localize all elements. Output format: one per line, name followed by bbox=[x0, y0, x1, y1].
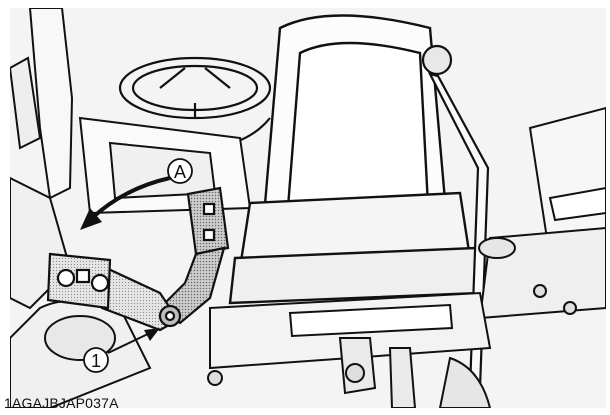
callout-a-label: A bbox=[174, 162, 186, 182]
floor-linkage bbox=[207, 291, 492, 408]
seat bbox=[228, 14, 482, 305]
rotation-arrow bbox=[80, 176, 171, 230]
tractor-seat-illustration: A 1 bbox=[10, 8, 606, 408]
figure-code: 1AGAJBJAP037A bbox=[4, 395, 119, 411]
illustration-frame: A 1 bbox=[10, 8, 606, 408]
right-machinery bbox=[478, 106, 606, 320]
callout-a: A bbox=[167, 158, 193, 184]
callout-1: 1 bbox=[83, 328, 160, 373]
callout-1-label: 1 bbox=[91, 351, 101, 371]
seat-lever-bracket bbox=[46, 186, 230, 332]
